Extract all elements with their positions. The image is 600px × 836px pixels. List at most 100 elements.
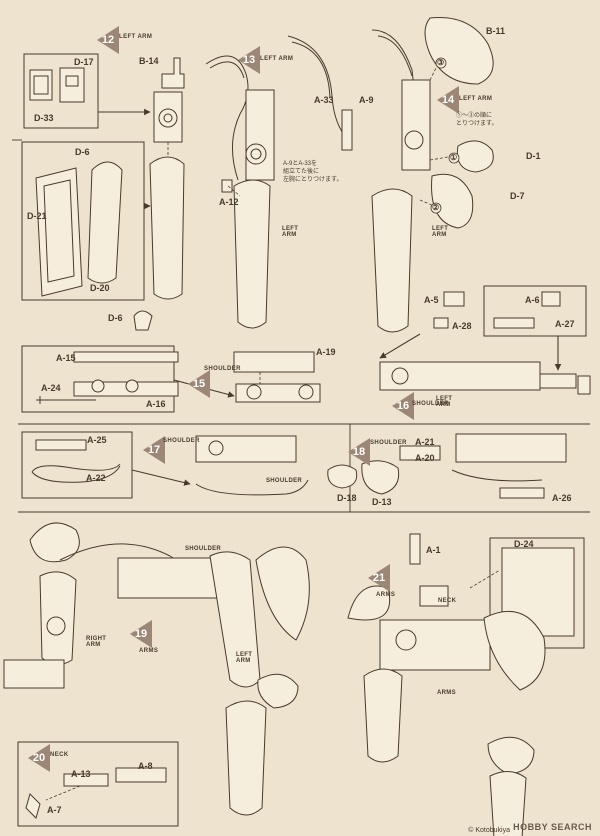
label-a33: A-33 [314, 95, 334, 105]
shield-19 [29, 522, 80, 563]
step-21-title: ARMS [376, 592, 396, 598]
label-d20: D-20 [90, 283, 110, 293]
label-a24: A-24 [41, 383, 61, 393]
step-14-note-2: とりつけます。 [456, 121, 498, 127]
step-13-note-2: 組立てた後に [283, 169, 320, 175]
part-a13 [63, 773, 109, 787]
step-13-note-3: 左腕にとりつけます。 [283, 177, 343, 183]
step-19-group [3, 522, 310, 816]
label-b14: B-14 [139, 56, 159, 66]
label-d6: D-6 [108, 313, 123, 323]
pad-19 [257, 673, 299, 709]
forearm-14 [371, 188, 413, 333]
label-d17: D-17 [74, 57, 94, 67]
label-d24: D-24 [514, 539, 534, 549]
label-a20: A-20 [415, 453, 435, 463]
badges [28, 26, 459, 772]
part-d17 [59, 67, 85, 103]
part-a27 [493, 317, 535, 329]
step-17-title: SHOULDER [163, 438, 200, 444]
label-a28: A-28 [452, 321, 472, 331]
part-d18 [327, 464, 358, 489]
step-16-group [379, 285, 591, 395]
step-16-title: SHOULDER [412, 401, 449, 407]
label-a12: A-12 [219, 197, 239, 207]
step-12-group [21, 53, 185, 331]
label-d18: D-18 [337, 493, 357, 503]
step-13-title: LEFT ARM [260, 56, 294, 62]
copyright: © Kotobukiya [468, 827, 510, 834]
part-a28 [433, 317, 449, 329]
step-17-group [21, 431, 309, 499]
circled-2: ② [432, 203, 440, 212]
upper-arm-14 [401, 79, 431, 171]
forearm-13 [233, 179, 271, 329]
step-20-number: 20 [32, 752, 46, 764]
step-14-note-1: ①～③の順に [456, 113, 493, 119]
part-a9 [341, 109, 353, 151]
circled-3: ③ [437, 58, 445, 67]
part-a6 [541, 291, 561, 307]
tag-left-arm-13: LEFT [282, 226, 299, 232]
step-15-title: SHOULDER [204, 366, 241, 372]
step-18-number: 18 [352, 446, 366, 458]
tag-arm-16: ARM [436, 402, 451, 408]
tag-shoulder-19: SHOULDER [185, 546, 222, 552]
part-a8 [115, 767, 167, 783]
step-19-title: ARMS [139, 648, 159, 654]
step-14-group [371, 17, 494, 333]
part-arm-sleeve [149, 156, 185, 300]
circled-markers [430, 57, 460, 214]
part-d7 [431, 173, 474, 229]
step-12-title: LEFT ARM [119, 34, 153, 40]
watermark: HOBBY SEARCH [513, 822, 592, 832]
hose-18 [451, 469, 543, 482]
tag-arm-13: ARM [282, 232, 297, 238]
label-a6: A-6 [525, 295, 540, 305]
part-b11 [424, 17, 494, 85]
badge-19 [130, 620, 152, 648]
step-13-group [205, 35, 353, 329]
tag-left-arm-19: LEFT [236, 652, 253, 658]
part-a21 [399, 445, 441, 461]
label-a15: A-15 [56, 353, 76, 363]
badge-12 [97, 26, 119, 54]
step-16-number: 16 [396, 400, 410, 412]
label-a21: A-21 [415, 437, 435, 447]
neck-21 [419, 585, 449, 607]
step-13-number: 13 [242, 54, 256, 66]
step-18-group [327, 433, 567, 499]
part-a26 [499, 487, 545, 499]
pad-21 [487, 736, 535, 775]
mount-16 [577, 375, 591, 395]
upper-arm-13 [245, 89, 275, 181]
step-15-number: 15 [192, 378, 206, 390]
d17-d33-box [23, 53, 99, 129]
label-a1: A-1 [426, 545, 441, 555]
part-d21 [35, 167, 83, 297]
step-17-number: 17 [147, 444, 161, 456]
label-d33: D-33 [34, 113, 54, 123]
part-d1 [456, 140, 494, 173]
step-13-note-1: A-9とA-33を [283, 161, 318, 167]
part-d20 [87, 161, 123, 284]
body-21 [379, 619, 491, 671]
label-a9: A-9 [359, 95, 374, 105]
tag-right-arm-19: RIGHT [86, 636, 107, 642]
step-21-group [347, 533, 585, 836]
label-a22: A-22 [86, 473, 106, 483]
part-a9-cable [287, 35, 351, 143]
a15-a16-box [21, 345, 175, 413]
shoulder-15-top [233, 351, 315, 373]
part-a24 [36, 396, 96, 404]
label-d7: D-7 [510, 191, 525, 201]
shoulder-18 [455, 433, 567, 463]
arm-21-left [363, 668, 403, 763]
tag-left-arm-16: LEFT [436, 396, 453, 402]
step-20-title: NECK [50, 752, 69, 758]
badge-13 [238, 46, 260, 74]
hose-17 [195, 479, 309, 496]
tag-arm-19-left: ARM [236, 658, 251, 664]
tag-shoulder-17: SHOULDER [266, 478, 303, 484]
